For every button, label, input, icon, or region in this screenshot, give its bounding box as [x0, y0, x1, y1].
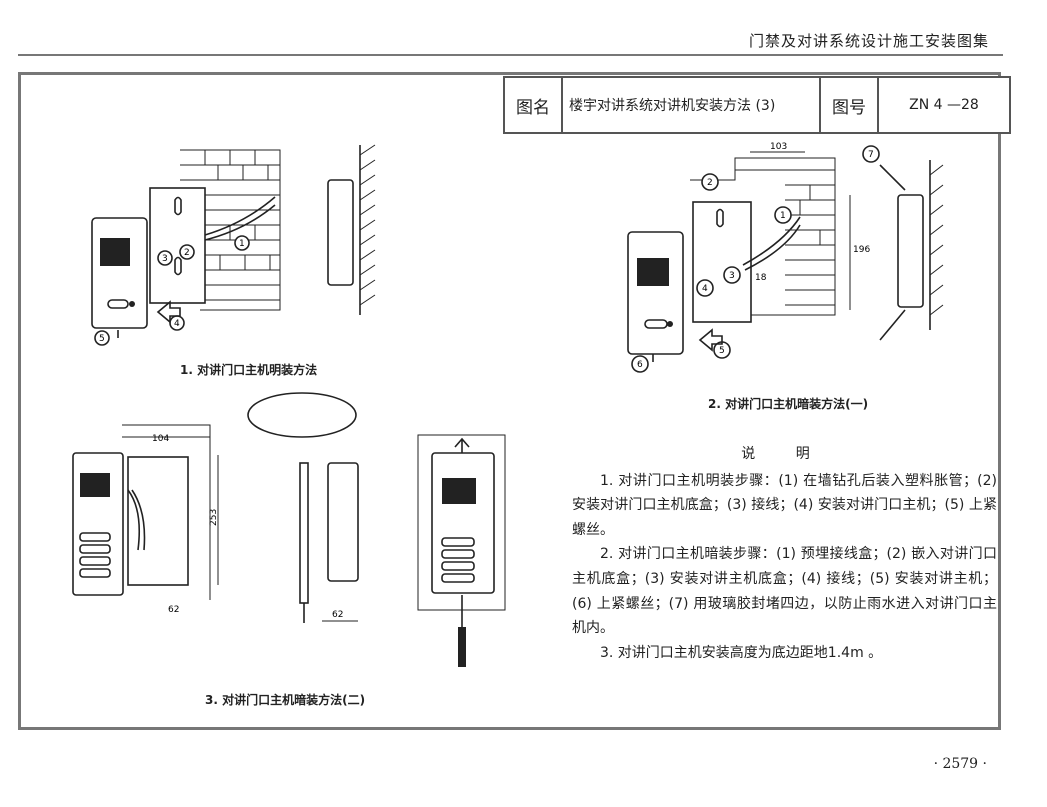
book-title: 门禁及对讲系统设计施工安装图集 [748, 32, 989, 50]
drawing-name-label: 图名 [505, 78, 563, 132]
door-panel [91, 217, 148, 329]
callout-4: 4 [174, 319, 180, 329]
dim-103: 103 [770, 142, 787, 152]
brick-wall-2 [690, 157, 836, 316]
title-block: 图名 楼宇对讲系统对讲机安装方法 (3) 图号 ZN 4 —28 [503, 76, 1011, 134]
notes-section: 说 明 1. 对讲门口主机明装步骤：(1) 在墙钻孔后装入塑料胀管；(2) 安装… [572, 442, 997, 665]
drawing-number-value: ZN 4 —28 [879, 78, 1011, 132]
front-view-3b [417, 434, 506, 667]
door-panel-2 [627, 231, 684, 355]
dim-253: 253 [209, 509, 219, 526]
note-item-3: 3. 对讲门口主机安装高度为底边距地1.4m 。 [600, 644, 883, 661]
drawing-frame [18, 72, 1001, 730]
back-box-2 [692, 201, 752, 323]
callout-7b: 7 [868, 150, 874, 160]
callout-2: 2 [184, 248, 190, 258]
figure-1-caption: 1. 对讲门口主机明装方法 [180, 363, 318, 377]
callout-5: 5 [99, 334, 105, 344]
callout-2b: 2 [707, 178, 713, 188]
header-rule [18, 54, 1003, 56]
figure-1-surface-mount: 3 2 1 4 5 [91, 144, 376, 346]
note-item-2: 2. 对讲门口主机暗装步骤：(1) 预埋接线盒；(2) 嵌入对讲门口主机底盒；(… [572, 546, 997, 637]
callout-6b: 6 [637, 360, 643, 370]
callout-1b: 1 [780, 211, 786, 221]
callout-4b: 4 [702, 284, 708, 294]
side-view [327, 144, 376, 315]
note-item-1: 1. 对讲门口主机明装步骤：(1) 在墙钻孔后装入塑料胀管；(2) 安装对讲门口… [572, 472, 997, 538]
figure-2-caption: 2. 对讲门口主机暗装方法(一) [708, 397, 869, 411]
back-box [149, 187, 206, 304]
figure-3-caption: 3. 对讲门口主机暗装方法(二) [205, 693, 366, 707]
drawing-number-label: 图号 [821, 78, 879, 132]
dim-18: 18 [755, 273, 767, 283]
figure-2-flush-mount: 103 196 18 2 1 3 4 5 6 7 [627, 142, 944, 373]
dim-62b: 62 [332, 610, 343, 620]
figure-3-flush-mount: 104 253 62 62 [72, 392, 506, 667]
dim-104: 104 [152, 434, 169, 444]
drawing-name-value: 楼宇对讲系统对讲机安装方法 (3) [563, 78, 821, 132]
callout-1: 1 [239, 239, 245, 249]
side-view-2 [879, 160, 944, 341]
callout-3b: 3 [729, 271, 735, 281]
side-view-3: 62 [247, 392, 359, 623]
page-number: · 2579 · [933, 756, 987, 772]
notes-heading: 说 明 [741, 446, 828, 462]
callout-5b: 5 [719, 346, 725, 356]
dim-62a: 62 [168, 605, 179, 615]
front-view-3: 104 253 62 [72, 424, 219, 615]
callout-3: 3 [162, 254, 168, 264]
dim-196: 196 [853, 245, 870, 255]
